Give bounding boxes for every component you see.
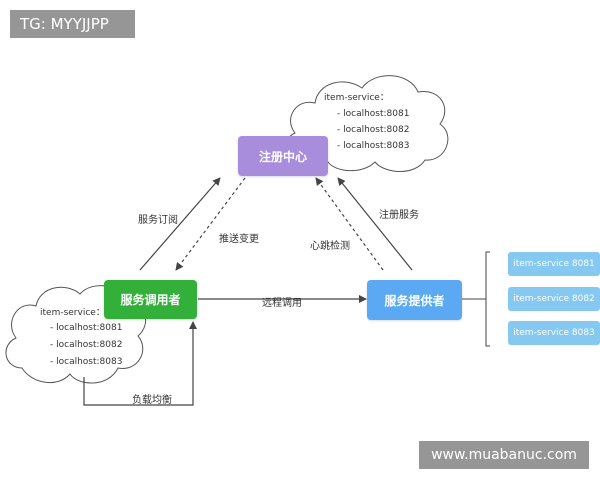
registry-node[interactable]: 注册中心 (238, 136, 328, 176)
consumer-cloud-item: - localhost:8083 (50, 357, 123, 367)
watermark-top: TG: MYYJJPP (10, 10, 135, 38)
provider-node[interactable]: 服务提供者 (367, 280, 462, 320)
service-instance-8083[interactable]: item-service 8083 (508, 321, 600, 345)
registry-cloud-item: - localhost:8082 (337, 125, 410, 135)
instances-bracket (485, 251, 490, 347)
register-label: 注册服务 (379, 210, 419, 221)
register-arrow (337, 177, 413, 271)
heartbeat-label: 心跳检测 (310, 241, 350, 252)
push-change-label: 推送变更 (219, 234, 259, 245)
registry-cloud-title: item-service： (324, 93, 389, 103)
watermark-bottom: www.muabanuc.com (419, 441, 589, 469)
consumer-node[interactable]: 服务调用者 (104, 280, 197, 319)
heartbeat-arrow (315, 177, 384, 271)
registry-cloud-item: - localhost:8083 (337, 141, 410, 151)
registry-cloud-item: - localhost:8081 (337, 109, 410, 119)
consumer-cloud-title: item-service： (40, 308, 105, 318)
subscribe-label: 服务订阅 (138, 215, 178, 226)
service-instance-8082[interactable]: item-service 8082 (508, 287, 600, 311)
service-instance-8081[interactable]: item-service 8081 (508, 252, 600, 276)
load-balance-arrow (83, 321, 197, 406)
load-balance-label: 负载均衡 (132, 395, 172, 406)
remote-call-label: 远程调用 (262, 298, 302, 309)
consumer-cloud-item: - localhost:8082 (50, 340, 123, 350)
consumer-cloud-item: - localhost:8081 (50, 323, 123, 333)
subscribe-arrow (139, 177, 221, 271)
push-change-arrow (175, 177, 246, 271)
